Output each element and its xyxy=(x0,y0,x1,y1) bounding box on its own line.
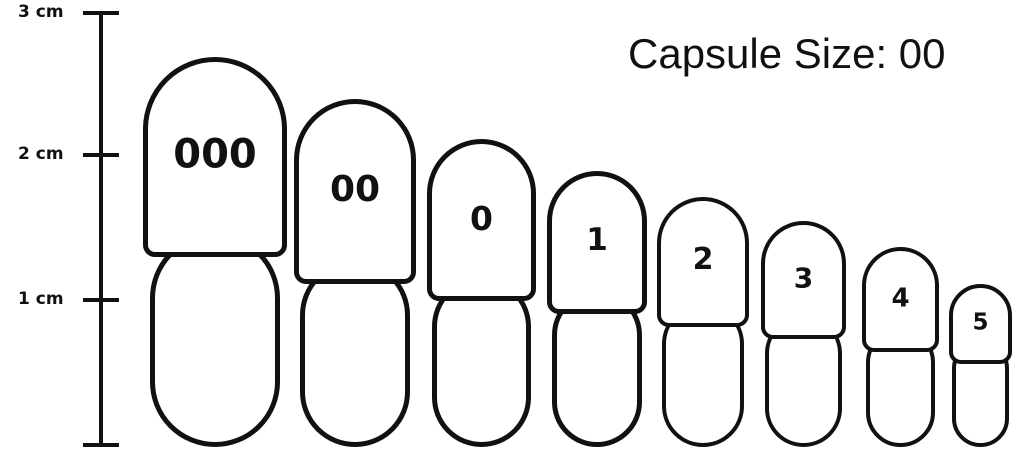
ruler-label: 1 cm xyxy=(18,289,64,309)
capsule-cap: 00 xyxy=(294,99,416,284)
capsule-size-label: 5 xyxy=(972,309,989,336)
ruler-label: 2 cm xyxy=(18,144,64,164)
capsule-body xyxy=(432,277,531,447)
capsule-1: 1 xyxy=(547,171,647,447)
capsule-cap: 4 xyxy=(862,247,939,352)
capsule-body xyxy=(552,290,642,447)
capsule-2: 2 xyxy=(657,197,749,447)
capsule-cap: 2 xyxy=(657,197,749,327)
capsule-4: 4 xyxy=(862,247,939,447)
ruler-tick xyxy=(83,153,119,157)
capsule-size-label: 3 xyxy=(793,261,814,295)
capsule-size-label: 1 xyxy=(586,222,608,259)
capsule-cap: 000 xyxy=(143,57,287,257)
capsule-size-label: 000 xyxy=(173,131,257,178)
capsule-size-label: 0 xyxy=(470,198,493,238)
page-title: Capsule Size: 00 xyxy=(628,30,946,77)
ruler-tick xyxy=(83,443,119,447)
ruler-label: 3 cm xyxy=(18,2,64,22)
capsule-body xyxy=(150,233,280,447)
capsule-00: 00 xyxy=(294,99,416,447)
capsule-cap: 0 xyxy=(427,139,536,301)
capsule-size-label: 4 xyxy=(891,282,910,313)
capsule-cap: 1 xyxy=(547,171,647,314)
capsule-5: 5 xyxy=(949,284,1012,447)
capsule-size-label: 2 xyxy=(692,242,714,278)
ruler-line xyxy=(99,12,103,447)
capsule-cap: 3 xyxy=(761,221,846,339)
ruler-tick xyxy=(83,11,119,15)
capsule-body xyxy=(662,303,744,447)
ruler-tick xyxy=(83,298,119,302)
capsule-000: 000 xyxy=(143,57,287,447)
capsule-size-label: 00 xyxy=(329,168,381,210)
capsule-body xyxy=(300,260,410,447)
capsule-3: 3 xyxy=(761,221,846,447)
capsule-0: 0 xyxy=(427,139,536,447)
capsule-cap: 5 xyxy=(949,284,1012,364)
